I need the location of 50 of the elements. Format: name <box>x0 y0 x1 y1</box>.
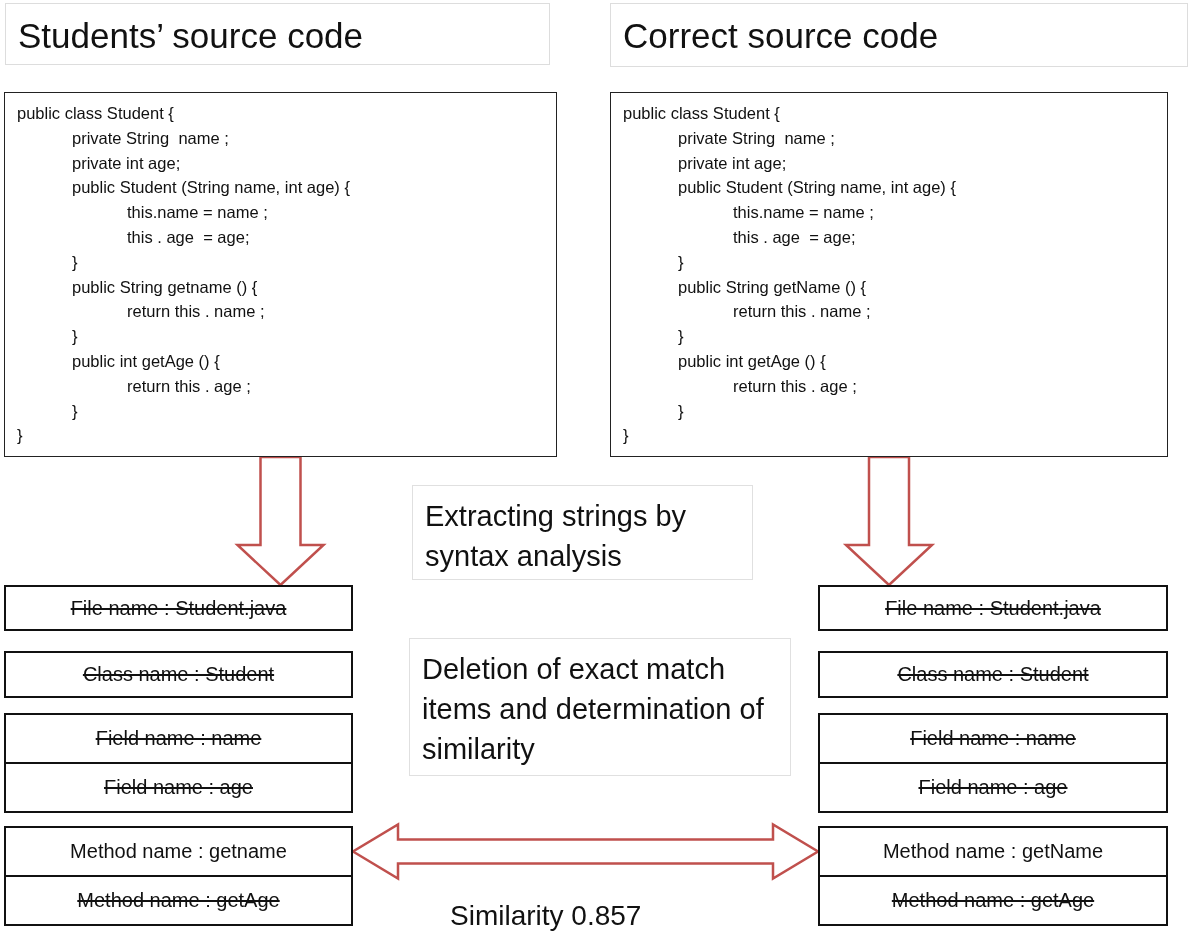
code-line: } <box>17 425 23 447</box>
struck-name-box: Method name : getAge <box>818 875 1168 926</box>
code-line: this . age = age; <box>126 227 250 248</box>
extracted-name-box: Method name : getname <box>4 826 353 877</box>
code-line: this.name = name ; <box>126 202 268 224</box>
code-panel <box>4 92 557 457</box>
similarity-score: Similarity 0.857 <box>450 900 642 932</box>
code-line: return this . age ; <box>126 375 251 397</box>
code-line: private String name ; <box>677 127 835 149</box>
step-note: Extracting strings by syntax analysis <box>412 485 753 580</box>
code-line: public int getAge () { <box>677 350 826 372</box>
code-line: this.name = name ; <box>732 202 874 224</box>
code-line: public Student (String name, int age) { <box>677 177 956 199</box>
code-panel <box>610 92 1168 457</box>
code-line: return this . age ; <box>732 375 857 397</box>
code-line: public Student (String name, int age) { <box>71 177 350 199</box>
code-line: } <box>677 400 684 422</box>
heading-box: Students’ source code <box>5 3 550 65</box>
struck-name-box: File name : Student.java <box>4 585 353 631</box>
struck-name-box: File name : Student.java <box>818 585 1168 631</box>
code-line: this . age = age; <box>732 227 856 248</box>
extracted-name-box: Method name : getName <box>818 826 1168 877</box>
struck-name-box: Field name : age <box>818 762 1168 813</box>
struck-name-box: Field name : name <box>4 713 353 764</box>
step-note: Deletion of exact match items and determination of similarity <box>409 638 791 776</box>
struck-name-box: Class name : Student <box>818 651 1168 698</box>
heading-box: Correct source code <box>610 3 1188 67</box>
code-line: public class Student { <box>623 103 780 124</box>
code-line: private int age; <box>71 152 181 174</box>
struck-name-box: Method name : getAge <box>4 875 353 926</box>
struck-name-box: Field name : age <box>4 762 353 813</box>
code-line: public class Student { <box>17 103 174 124</box>
code-line: return this . name ; <box>126 301 265 323</box>
code-line: public String getname () { <box>71 276 258 298</box>
block-arrow <box>842 455 936 587</box>
block-arrow <box>234 455 327 587</box>
code-line: } <box>71 400 78 422</box>
code-line: } <box>677 326 684 348</box>
code-line: public int getAge () { <box>71 350 220 372</box>
struck-name-box: Field name : name <box>818 713 1168 764</box>
code-line: } <box>71 251 78 273</box>
code-line: } <box>677 251 684 273</box>
code-line: } <box>623 425 629 447</box>
code-line: private String name ; <box>71 127 229 149</box>
double-block-arrow <box>350 822 821 881</box>
code-line: public String getName () { <box>677 276 866 298</box>
code-line: } <box>71 326 78 348</box>
code-line: return this . name ; <box>732 301 871 323</box>
struck-name-box: Class name : Student <box>4 651 353 698</box>
code-line: private int age; <box>677 152 787 174</box>
